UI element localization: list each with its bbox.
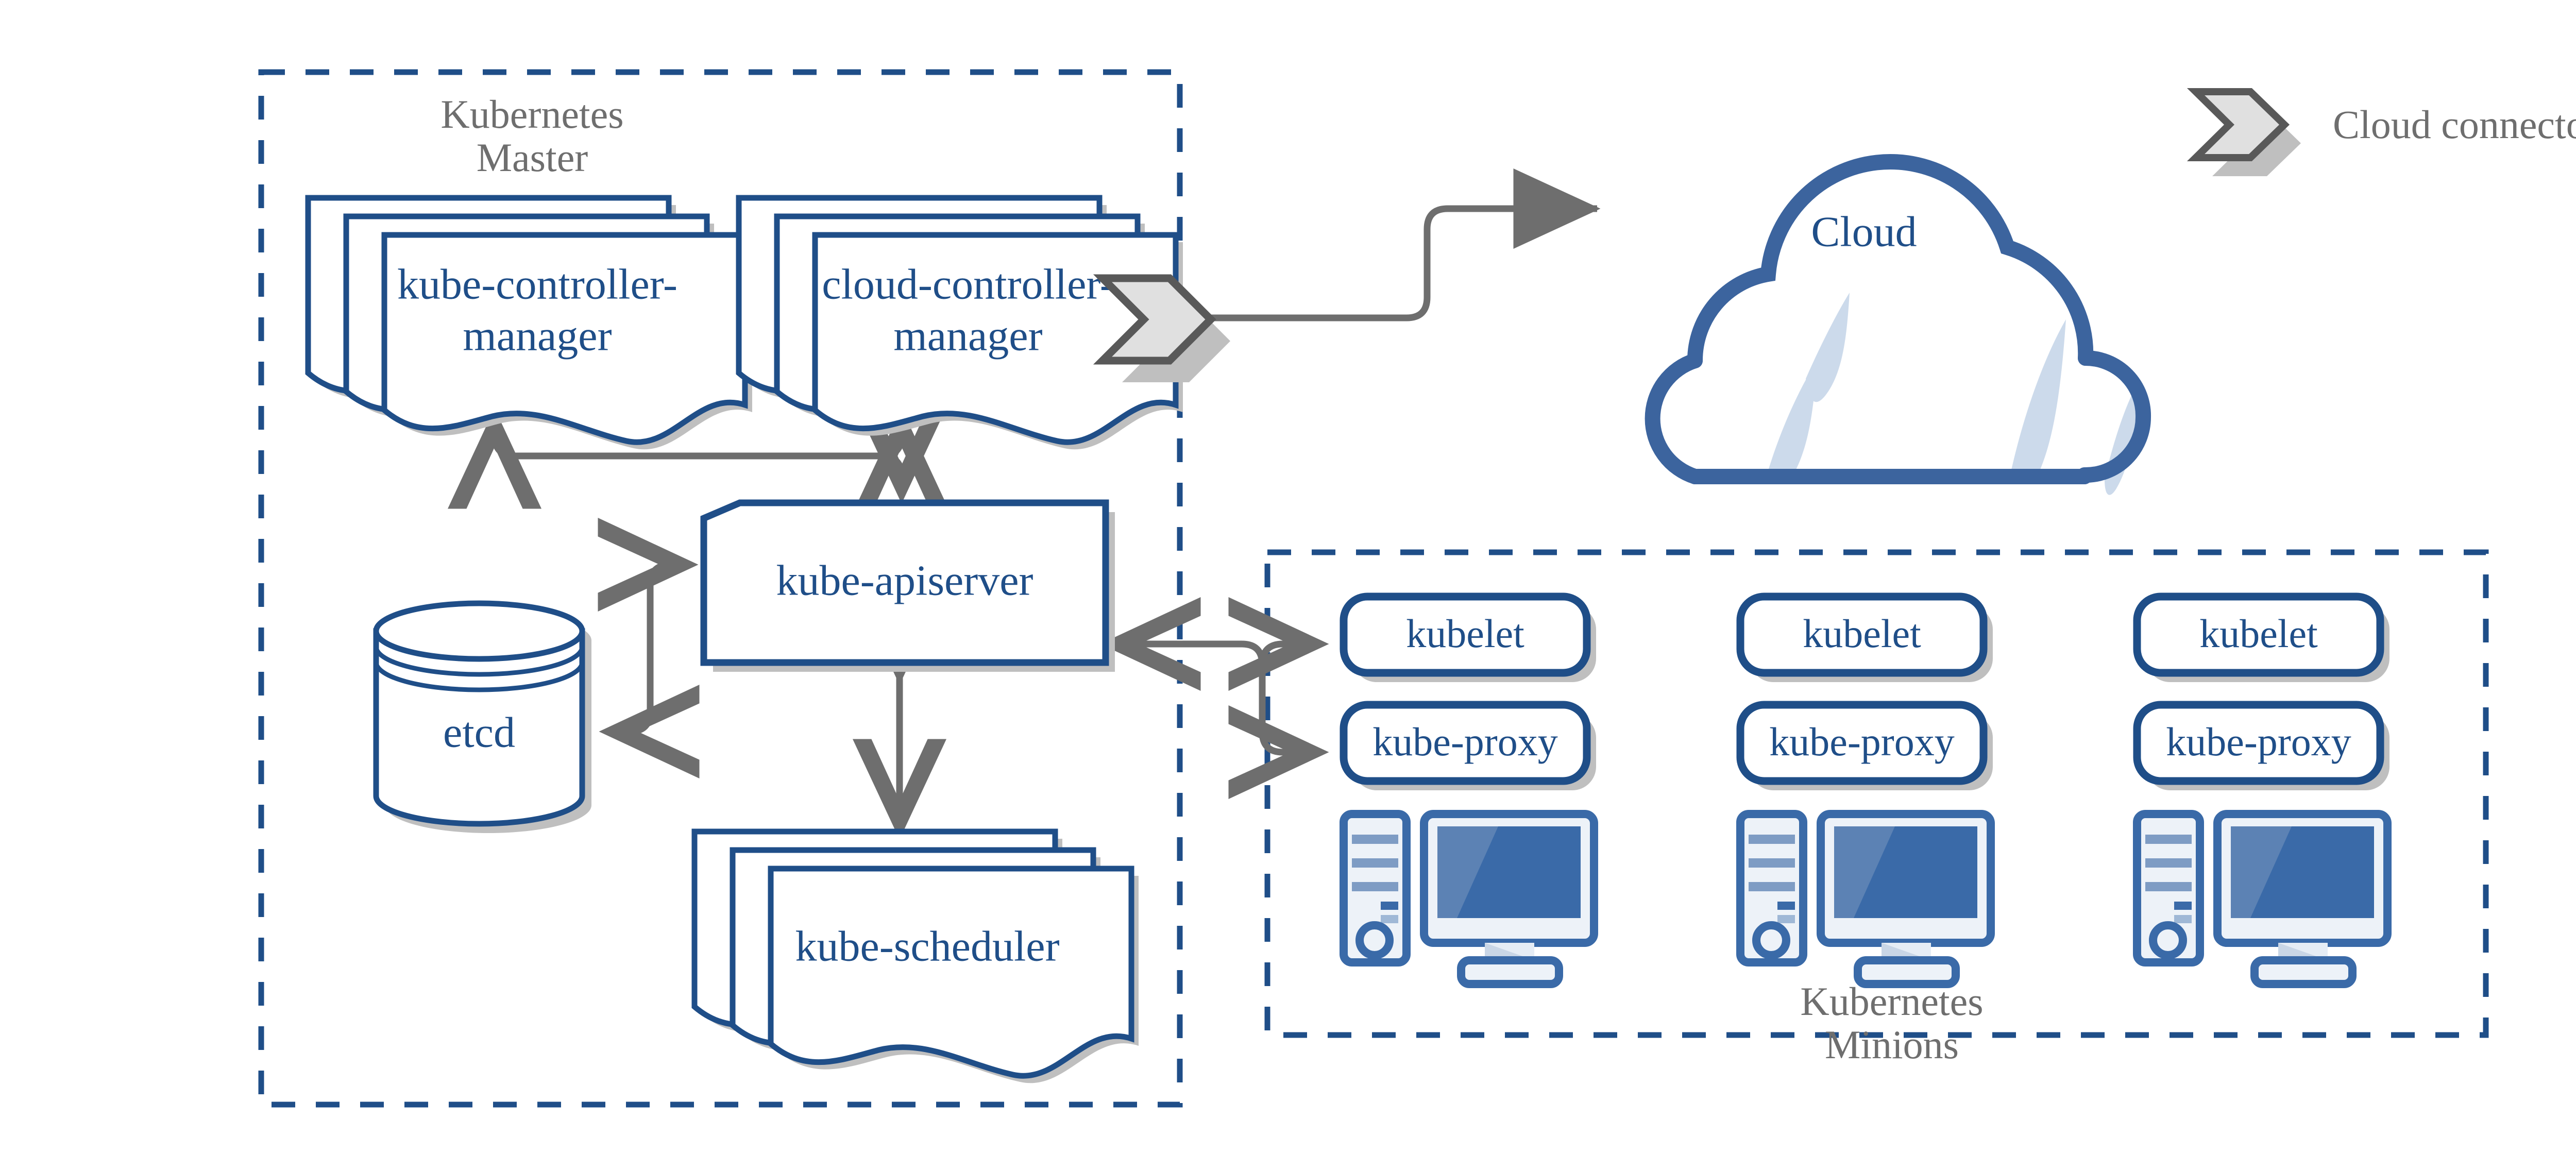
connector-apiserver-to-node-agents	[1100, 597, 1329, 799]
legend-cloud-connector-label: Cloud connector	[2333, 102, 2576, 147]
cloud-connector-icon	[1093, 274, 1230, 382]
node-kube-apiserver[interactable]: kube-apiserver	[700, 499, 1115, 672]
minion-1-kubelet-label: kubelet	[1406, 611, 1524, 656]
cloud-controller-manager-label-line1: cloud-controller-	[822, 260, 1114, 308]
etcd-label: etcd	[443, 708, 515, 756]
connector-ccm-to-cloud	[1208, 168, 1601, 321]
minion-node-2[interactable]: kubelet kube-proxy	[1736, 592, 1995, 988]
kube-controller-manager-label-line2: manager	[463, 312, 612, 360]
cloud-accents	[1767, 293, 2139, 499]
minion-2-kubeproxy-label: kube-proxy	[1769, 719, 1955, 764]
minion-node-1[interactable]: kubelet kube-proxy	[1340, 592, 1598, 988]
connector-controllers-to-apiserver	[448, 403, 948, 509]
node-cloud-controller-manager[interactable]: cloud-controller- manager	[739, 198, 1183, 450]
minion-1-kubelet-box[interactable]	[1340, 592, 1591, 677]
node-kube-controller-manager[interactable]: kube-controller- manager	[308, 198, 752, 450]
node-cloud[interactable]: Cloud	[1645, 154, 2151, 520]
connector-apiserver-to-etcd	[598, 518, 700, 778]
minion-2-kubelet-label: kubelet	[1803, 611, 1921, 656]
minion-2-kubeproxy-box[interactable]	[1736, 701, 1988, 785]
minion-3-kubeproxy-box[interactable]	[2133, 701, 2384, 785]
cloud-controller-manager-label-line2: manager	[893, 312, 1042, 360]
kube-controller-manager-label-line1: kube-controller-	[397, 260, 677, 308]
minion-1-kubeproxy-label: kube-proxy	[1372, 719, 1558, 764]
kube-apiserver-label: kube-apiserver	[776, 556, 1033, 604]
node-kube-scheduler[interactable]: kube-scheduler	[694, 832, 1139, 1083]
node-etcd[interactable]: etcd	[373, 600, 591, 833]
minion-1-kubeproxy-box[interactable]	[1340, 701, 1591, 785]
master-group-label-line2: Master	[477, 135, 588, 180]
cloud-text-label: Cloud	[1811, 208, 1917, 256]
master-group-boundary	[258, 69, 1183, 1108]
kube-scheduler-label: kube-scheduler	[795, 922, 1059, 970]
master-group-label-line1: Kubernetes	[440, 92, 623, 137]
minion-3-kubelet-box[interactable]	[2133, 592, 2384, 677]
minion-3-desktop-computer-icon	[2133, 810, 2392, 988]
minion-3-kubelet-label: kubelet	[2199, 611, 2318, 656]
legend-cloud-connector: Cloud connector	[2187, 88, 2576, 176]
minion-node-3[interactable]: kubelet kube-proxy	[2133, 592, 2392, 988]
minion-1-desktop-computer-icon	[1340, 810, 1598, 988]
minion-2-kubelet-box[interactable]	[1736, 592, 1988, 677]
minions-group-label-line2: Minions	[1825, 1022, 1959, 1067]
minion-2-desktop-computer-icon	[1736, 810, 1995, 988]
minion-3-kubeproxy-label: kube-proxy	[2166, 719, 2351, 764]
